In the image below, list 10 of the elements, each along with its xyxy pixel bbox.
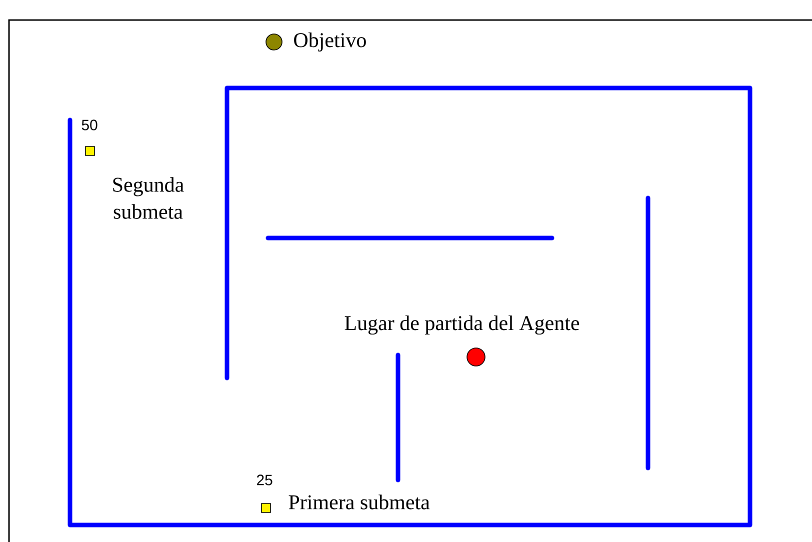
marker-label: Segunda submeta [113, 177, 184, 219]
number-label: 25 [256, 474, 272, 486]
square-marker [85, 146, 95, 156]
square-marker [261, 503, 271, 513]
marker-label: Lugar de partida del Agente [344, 315, 580, 335]
number-label: 50 [82, 120, 98, 130]
marker-label: Objetivo [294, 32, 366, 52]
marker-label: Primera submeta [288, 494, 430, 510]
circle-marker [466, 348, 486, 366]
circle-marker [266, 34, 282, 50]
